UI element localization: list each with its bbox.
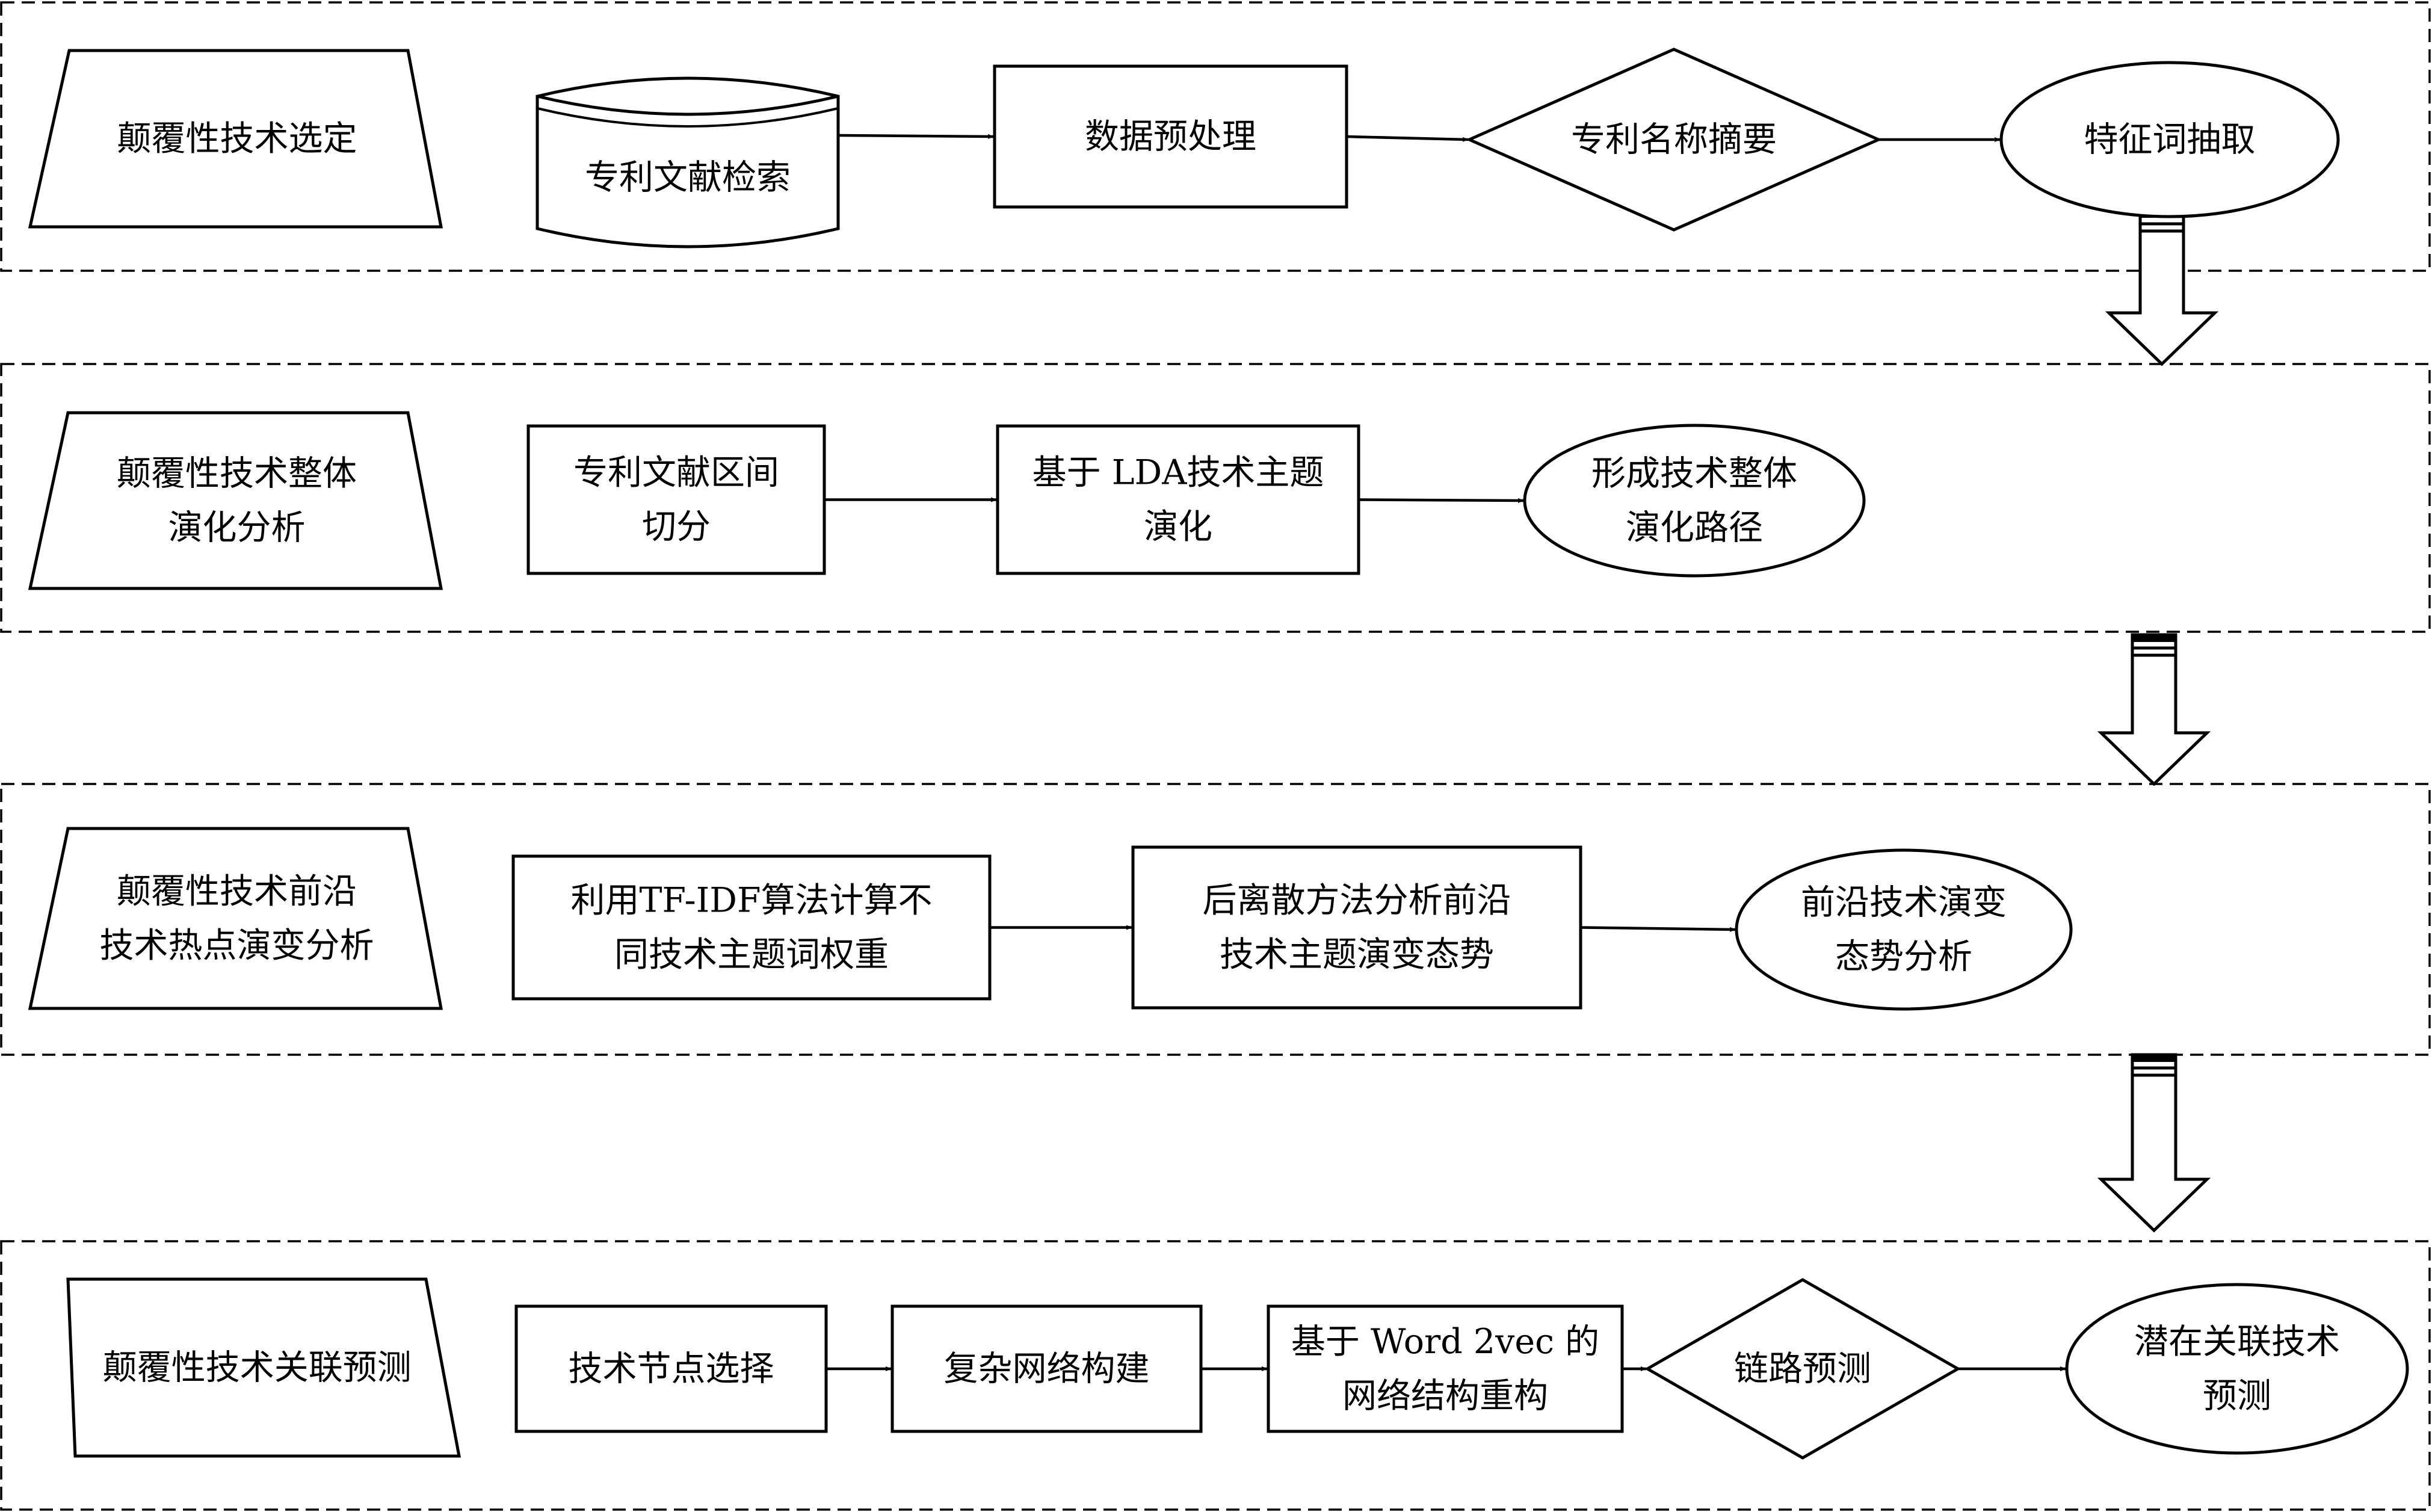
step-rect: 数据预处理 xyxy=(993,64,1348,209)
flow-arrow xyxy=(1346,135,1469,142)
node-label: 专利名称摘要 xyxy=(1571,120,1777,159)
node-label: 颠覆性技术选定 xyxy=(117,119,357,159)
flow-arrow xyxy=(1358,498,1524,503)
step-diamond: 链路预测 xyxy=(1644,1278,1961,1460)
node-label: 网络结构重构 xyxy=(1342,1376,1548,1416)
node-label: 基于 Word 2vec 的 xyxy=(1291,1322,1599,1362)
node-label: 基于 LDA技术主题 xyxy=(1032,453,1324,493)
down-arrow-icon xyxy=(2097,633,2211,786)
step-ellipse: 特征词抽取 xyxy=(1999,61,2340,218)
node-label: 技术节点选择 xyxy=(569,1349,774,1389)
category-trapezoid-4: 颠覆性技术关联预测 xyxy=(66,1277,461,1458)
node-label: 预测 xyxy=(2203,1376,2271,1416)
step-diamond: 专利名称摘要 xyxy=(1465,48,1883,232)
section-band-3 xyxy=(0,783,2431,1056)
node-label: 后离散方法分析前沿 xyxy=(1203,881,1511,921)
node-label: 利用TF-IDF算法计算不 xyxy=(570,881,932,921)
node-label: 同技术主题词权重 xyxy=(614,935,889,975)
step-rect: 复杂网络构建 xyxy=(890,1304,1203,1433)
node-label: 演化 xyxy=(1144,507,1212,547)
flow-arrow xyxy=(1580,926,1736,932)
category-trapezoid-1: 颠覆性技术选定 xyxy=(28,49,443,229)
node-label: 颠覆性技术前沿 xyxy=(117,872,357,912)
section-band-2 xyxy=(0,363,2431,633)
node-label: 态势分析 xyxy=(1835,937,1972,977)
node-label: 潜在关联技术 xyxy=(2134,1322,2340,1362)
section-band-4 xyxy=(0,1240,2431,1511)
node-label: 技术主题演变态势 xyxy=(1220,935,1494,975)
node-label: 复杂网络构建 xyxy=(944,1349,1150,1389)
node-label: 切分 xyxy=(642,507,711,547)
node-label: 颠覆性技术整体 xyxy=(117,454,357,493)
node-label: 链路预测 xyxy=(1734,1349,1871,1389)
node-label: 演化路径 xyxy=(1626,508,1763,548)
node-label: 前沿技术演变 xyxy=(1801,883,2007,922)
flow-arrow xyxy=(838,134,994,139)
node-label: 特征词抽取 xyxy=(2084,120,2256,159)
node-label: 演化分析 xyxy=(168,508,306,548)
step-cylinder: 专利文献检索 xyxy=(535,76,840,248)
down-arrow-icon xyxy=(2097,1053,2211,1233)
section-band-1 xyxy=(0,1,2431,272)
node-label: 技术热点演变分析 xyxy=(100,926,374,966)
down-arrow-icon xyxy=(2105,209,2219,366)
node-label: 专利文献区间 xyxy=(573,453,779,493)
node-label: 数据预处理 xyxy=(1085,117,1256,156)
step-rect: 技术节点选择 xyxy=(514,1304,828,1433)
node-label: 形成技术整体 xyxy=(1591,454,1797,493)
node-label: 颠覆性技术关联预测 xyxy=(103,1348,412,1387)
node-label: 专利文献检索 xyxy=(585,158,791,197)
